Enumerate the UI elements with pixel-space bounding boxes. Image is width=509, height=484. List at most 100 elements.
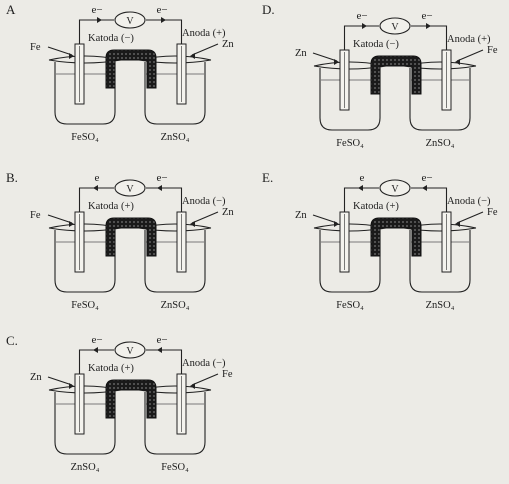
beaker-body [409,230,471,293]
beaker-body [54,230,116,293]
left-metal-leader-head [69,53,74,59]
right-metal-label: Fe [222,369,233,380]
wire-right [146,187,183,212]
right-metal-label: Fe [487,45,498,56]
beaker-body [409,68,471,131]
beaker-body [54,62,116,125]
left-solution-label: FeSO₄ [71,132,99,143]
voltmeter-label: V [126,346,134,357]
beaker-rim-front [403,65,477,70]
cathode-label: Katoda (+) [353,201,399,212]
beaker-body [144,62,206,125]
anode-label: Anoda (−) [447,196,491,207]
right-solution-label: FeSO₄ [161,462,189,473]
left-solution-label: FeSO₄ [336,300,364,311]
electron-arrow-left [93,347,98,353]
wire-left [78,19,114,44]
beaker-body [54,392,116,455]
cathode-label: Katoda (+) [88,363,134,374]
right-metal-leader [191,211,219,224]
right-metal-leader [456,49,484,62]
left-metal-label: Fe [30,210,41,221]
left-metal-leader-head [69,221,74,227]
left-metal-leader [312,52,338,62]
right-metal-leader-head [455,221,460,227]
wire-left [343,187,379,212]
beaker-rim-front [138,59,212,64]
salt-bridge [105,217,157,257]
left-metal-label: Zn [295,210,307,221]
electron-label-left: e− [91,334,102,346]
beaker-rim-front [138,389,212,394]
wire-right [146,349,183,374]
electron-label-right: e− [421,172,432,184]
right-metal-leader-head [190,383,195,389]
option-letter: B. [6,170,18,185]
electron-label-left: e− [356,10,367,22]
left-metal-label: Fe [30,42,41,53]
cathode-label: Katoda (−) [353,39,399,50]
electron-arrow-left [93,185,98,191]
option-letter: D. [262,2,275,17]
salt-bridge [370,55,422,95]
anode-label: Anoda (−) [182,196,226,207]
voltmeter-circle [379,17,411,35]
right-solution-label: ZnSO₄ [426,300,455,311]
right-metal-label: Fe [487,207,498,218]
beaker-body [144,230,206,293]
right-metal-leader [191,43,219,56]
wire-right [411,187,448,212]
electron-arrow-right [157,347,162,353]
cathode-label: Katoda (−) [88,33,134,44]
anode-label: Anoda (+) [447,34,491,45]
left-metal-leader [47,46,73,56]
right-metal-leader-head [190,53,195,59]
electron-arrow-right [422,185,427,191]
voltmeter-label: V [126,16,134,27]
left-solution-label: FeSO₄ [71,300,99,311]
electron-label-left: e− [91,4,102,16]
left-metal-leader [47,376,73,386]
wire-left [78,187,114,212]
voltmeter-circle [379,179,411,197]
voltmeter-circle [114,179,146,197]
beaker-rim-front [138,227,212,232]
option-letter: E. [262,170,273,185]
electron-label-right: e− [156,172,167,184]
electron-arrow-right [426,23,431,29]
electron-label-left: e [95,172,100,184]
right-metal-leader [191,373,219,386]
wire-right [411,25,448,50]
left-solution-label: FeSO₄ [336,138,364,149]
electron-arrow-left [358,185,363,191]
salt-bridge [105,379,157,419]
right-solution-label: ZnSO₄ [426,138,455,149]
left-metal-leader [47,214,73,224]
voltmeter-label: V [391,22,399,33]
left-metal-leader-head [334,59,339,65]
anode-label: Anoda (+) [182,28,226,39]
electron-arrow-left [97,17,102,23]
option-letter: C. [6,333,18,348]
right-metal-leader-head [455,59,460,65]
right-beaker [403,223,477,293]
wire-left [78,349,114,374]
right-solution-label: ZnSO₄ [161,300,190,311]
left-metal-leader-head [334,221,339,227]
right-solution-label: ZnSO₄ [161,132,190,143]
voltmeter-label: V [391,184,399,195]
salt-bridge [370,217,422,257]
beaker-body [319,230,381,293]
electron-label-right: e− [156,334,167,346]
left-metal-label: Zn [295,48,307,59]
voltmeter-circle [114,11,146,29]
electron-arrow-left [362,23,367,29]
right-metal-leader-head [190,221,195,227]
left-solution-label: ZnSO₄ [71,462,100,473]
